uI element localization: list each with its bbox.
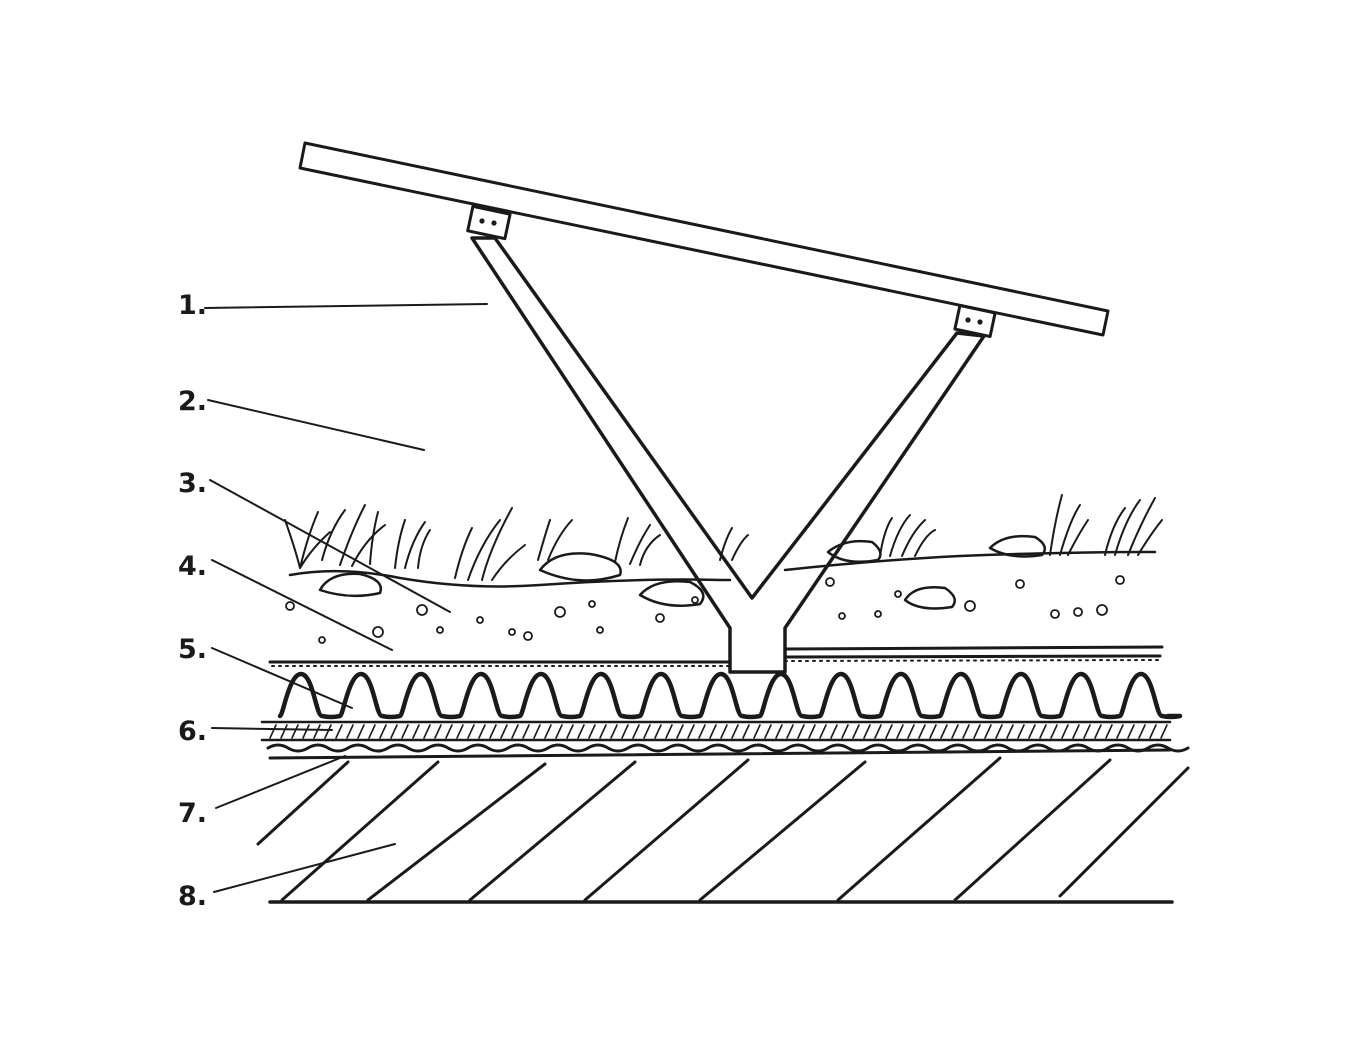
solar-panel: [298, 141, 1110, 338]
leader-line-8: [213, 843, 396, 893]
label-8: 8.: [178, 881, 207, 912]
label-6: 6.: [178, 716, 207, 747]
y-frame-body: [470, 236, 986, 674]
label-3: 3.: [178, 468, 207, 499]
labels: 1. 2. 3. 4. 5. 6. 7. 8.: [178, 290, 207, 912]
leader-line-4: [211, 559, 393, 651]
label-5: 5.: [178, 634, 207, 665]
drainage-layer: [277, 671, 1183, 720]
waterproofing-layer: [266, 743, 1190, 760]
solar-panel-board: [298, 141, 1110, 337]
surface-stones: [318, 534, 1047, 610]
leader-lines: [204, 303, 488, 893]
panel-bracket-left: [466, 204, 512, 241]
leader-line-3: [209, 479, 451, 613]
vegetation: [284, 494, 1163, 581]
label-4: 4.: [178, 551, 207, 582]
leader-line-5: [211, 647, 353, 709]
substrate-pebbles: [285, 575, 1125, 644]
y-frame: [470, 236, 986, 674]
leader-line-6: [211, 727, 333, 731]
label-2: 2.: [178, 386, 207, 417]
substrate-surface: [288, 550, 1157, 588]
roof-structure: [256, 756, 1190, 904]
filter-fleece: [268, 645, 1164, 667]
leader-line-7: [215, 755, 346, 809]
label-7: 7.: [178, 798, 207, 829]
panel-bracket-right: [953, 304, 997, 338]
protection-layer: [260, 720, 1172, 742]
label-1: 1.: [178, 290, 207, 321]
leader-line-1: [204, 303, 488, 309]
leader-line-2: [207, 399, 425, 451]
